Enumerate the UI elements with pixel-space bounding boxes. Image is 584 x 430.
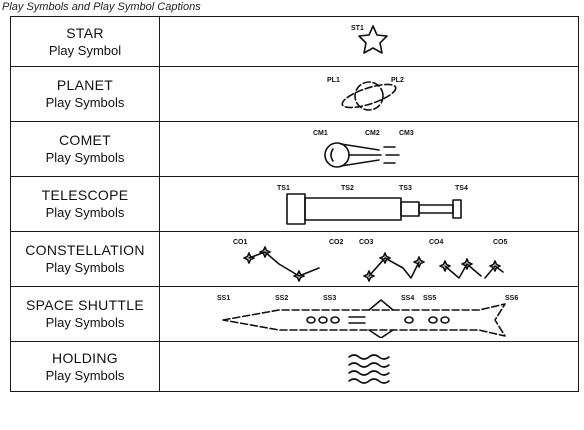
table-row: TELESCOPE Play Symbols TS1 TS2 TS3 TS4 (10, 176, 579, 232)
symbol-label: CO2 (329, 239, 344, 246)
comet-icon: CM1 CM2 CM3 (313, 130, 414, 168)
symbol-name-cell: SPACE SHUTTLE Play Symbols (10, 286, 160, 342)
symbol-image-cell: TS1 TS2 TS3 TS4 (159, 176, 579, 232)
symbol-label: SS1 (217, 295, 230, 302)
symbol-image-cell: CO1 CO2 CO3 CO4 CO5 (159, 231, 579, 287)
symbol-label: SS5 (423, 295, 436, 302)
table-row: SPACE SHUTTLE Play Symbols SS1 SS2 SS3 S… (10, 286, 579, 342)
symbol-label: CO5 (493, 239, 508, 246)
holding-waves-icon (348, 353, 390, 384)
symbol-title: HOLDING (52, 349, 118, 366)
symbol-subtitle: Play Symbols (45, 315, 125, 330)
symbol-subtitle: Play Symbols (45, 260, 125, 275)
symbol-label: SS2 (275, 295, 288, 302)
table-row: CONSTELLATION Play Symbols CO1 CO2 CO3 C… (10, 231, 579, 287)
symbol-title: COMET (58, 132, 112, 148)
symbol-title: STAR (66, 24, 104, 41)
symbol-label: CO4 (429, 239, 444, 246)
table-row: STAR Play Symbol ST1 (10, 16, 579, 67)
symbol-label: TS3 (399, 185, 412, 192)
symbol-name-cell: COMET Play Symbols (10, 121, 160, 177)
symbol-title: PLANET (56, 77, 114, 93)
symbol-label: CO1 (233, 239, 248, 246)
symbol-subtitle: Play Symbols (45, 205, 125, 220)
symbol-label: ST1 (351, 25, 364, 32)
symbol-subtitle: Play Symbols (45, 95, 125, 110)
symbol-image-cell: SS1 SS2 SS3 SS4 SS5 SS6 (159, 286, 579, 342)
symbol-label: TS4 (455, 185, 468, 192)
symbol-name-cell: CONSTELLATION Play Symbols (10, 231, 160, 287)
symbol-subtitle: Play Symbol (48, 42, 122, 58)
symbol-title: CONSTELLATION (25, 242, 145, 258)
symbol-image-cell: PL1 PL2 (159, 66, 579, 122)
symbol-image-cell (159, 341, 579, 392)
symbol-image-cell: ST1 (159, 16, 579, 67)
symbol-name-cell: TELESCOPE Play Symbols (10, 176, 160, 232)
symbol-image-cell: CM1 CM2 CM3 (159, 121, 579, 177)
symbol-name-cell: HOLDING Play Symbols (10, 341, 160, 392)
symbol-name-cell: PLANET Play Symbols (10, 66, 160, 122)
symbol-label: CM3 (399, 130, 414, 137)
symbol-label: PL1 (327, 77, 340, 84)
symbol-label: SS3 (323, 295, 336, 302)
symbol-name-cell: STAR Play Symbol (10, 16, 160, 67)
symbol-title: TELESCOPE (41, 187, 129, 203)
constellation-icon: CO1 CO2 CO3 CO4 CO5 (233, 239, 508, 282)
planet-icon: PL1 PL2 (327, 77, 404, 111)
symbol-title: SPACE SHUTTLE (26, 297, 144, 313)
table-row: PLANET Play Symbols PL1 PL2 (10, 66, 579, 122)
star-icon: ST1 (351, 25, 388, 54)
symbol-label: PL2 (391, 77, 404, 84)
table-row: HOLDING Play Symbols (10, 341, 579, 392)
symbol-label: SS6 (505, 295, 518, 302)
symbol-subtitle: Play Symbols (45, 150, 125, 165)
symbol-label: TS1 (277, 185, 290, 192)
symbol-label: SS4 (401, 295, 414, 302)
symbol-label: TS2 (341, 185, 354, 192)
space-shuttle-icon: SS1 SS2 SS3 SS4 SS5 SS6 (217, 295, 518, 338)
play-symbols-table: STAR Play Symbol ST1 PLANET Play Symbols… (10, 16, 579, 392)
table-caption: Play Symbols and Play Symbol Captions (2, 1, 201, 13)
telescope-icon: TS1 TS2 TS3 TS4 (277, 185, 468, 225)
symbol-label: CM2 (365, 130, 380, 137)
symbol-subtitle: Play Symbols (45, 367, 125, 383)
symbol-label: CO3 (359, 239, 374, 246)
symbol-label: CM1 (313, 130, 328, 137)
table-row: COMET Play Symbols CM1 CM2 CM3 (10, 121, 579, 177)
